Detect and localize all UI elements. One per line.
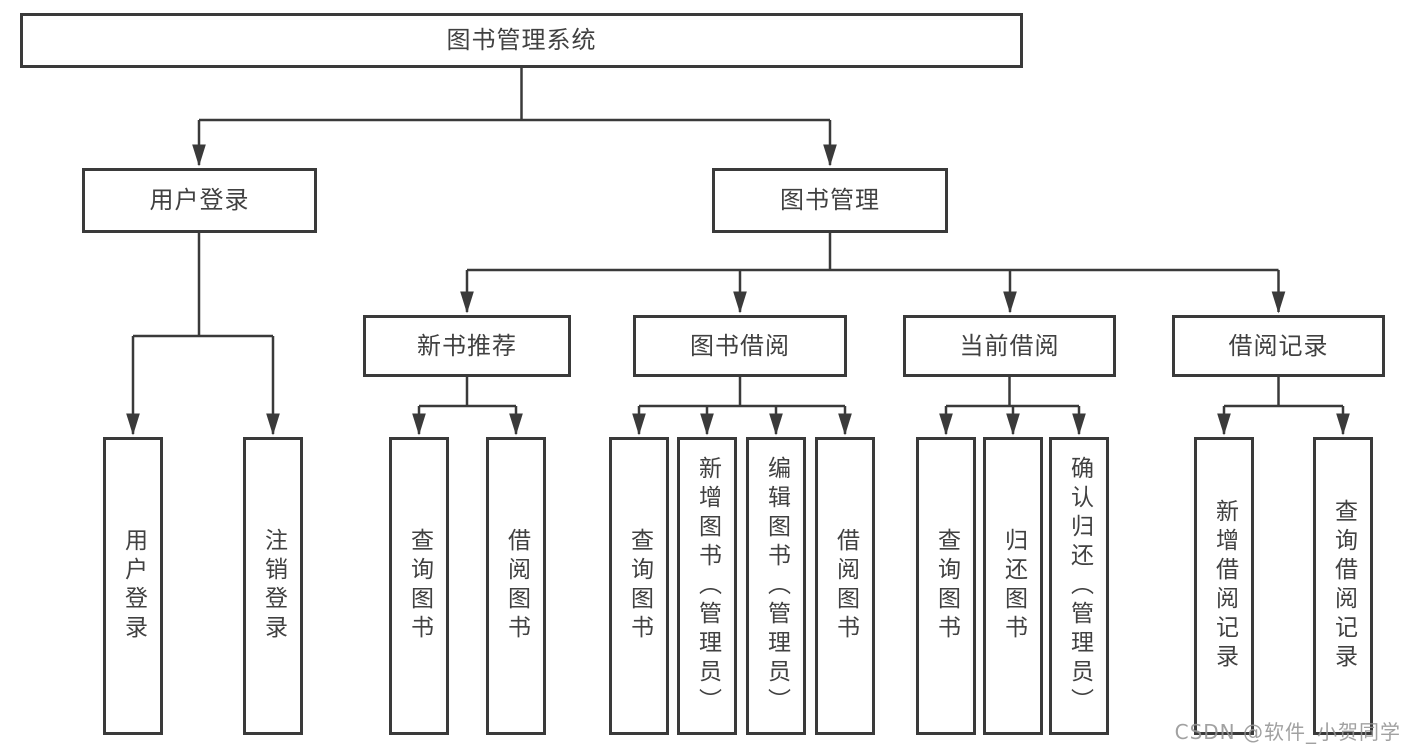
node-book-management: 图书管理 [712, 168, 948, 233]
leaf-return-books-label: 归还图书 [1000, 528, 1027, 644]
node-user-login-label: 用户登录 [149, 186, 250, 215]
node-book-management-label: 图书管理 [780, 186, 880, 215]
node-book-borrowing: 图书借阅 [633, 315, 847, 377]
leaf-query-books-current-label: 查询图书 [933, 528, 960, 644]
leaf-add-books-admin-label: 新增图书（管理员） [694, 455, 721, 717]
leaf-query-books-borrowing-label: 查询图书 [626, 528, 653, 644]
csdn-watermark: CSDN @软件_小贺同学 [1174, 720, 1401, 744]
leaf-user-login: 用户登录 [103, 437, 163, 735]
leaf-confirm-return-admin-label: 确认归还（管理员） [1066, 455, 1093, 717]
node-library-system: 图书管理系统 [20, 13, 1023, 68]
leaf-query-books-recommend: 查询图书 [389, 437, 449, 735]
leaf-confirm-return-admin: 确认归还（管理员） [1049, 437, 1109, 735]
leaf-query-books-current: 查询图书 [916, 437, 976, 735]
leaf-borrow-books-recommend-label: 借阅图书 [503, 528, 530, 644]
leaf-query-borrow-record-label: 查询借阅记录 [1330, 499, 1357, 673]
leaf-add-borrow-record-label: 新增借阅记录 [1211, 499, 1238, 673]
node-current-borrowing-label: 当前借阅 [959, 331, 1060, 360]
leaf-borrow-books-borrowing-label: 借阅图书 [832, 528, 859, 644]
connector-new-book-children [412, 377, 523, 436]
node-new-book-recommend: 新书推荐 [363, 315, 571, 377]
leaf-user-login-label: 用户登录 [120, 528, 147, 644]
leaf-query-borrow-record: 查询借阅记录 [1313, 437, 1373, 735]
node-book-borrowing-label: 图书借阅 [690, 331, 790, 360]
leaf-logout: 注销登录 [243, 437, 303, 735]
leaf-add-borrow-record: 新增借阅记录 [1194, 437, 1254, 735]
node-current-borrowing: 当前借阅 [903, 315, 1116, 377]
node-user-login: 用户登录 [82, 168, 317, 233]
node-new-book-recommend-label: 新书推荐 [417, 331, 517, 360]
leaf-logout-label: 注销登录 [260, 528, 287, 644]
leaf-edit-books-admin-label: 编辑图书（管理员） [763, 455, 790, 717]
connector-borrow-records-children [1217, 377, 1350, 436]
connector-current-borrow-children [939, 377, 1086, 436]
connector-root-to-level2 [192, 68, 837, 167]
leaf-query-books-recommend-label: 查询图书 [406, 528, 433, 644]
connector-book-management-children [460, 233, 1286, 314]
node-borrow-records: 借阅记录 [1172, 315, 1385, 377]
leaf-query-books-borrowing: 查询图书 [609, 437, 669, 735]
connector-book-borrow-children [632, 377, 852, 436]
leaf-edit-books-admin: 编辑图书（管理员） [746, 437, 806, 735]
leaf-return-books: 归还图书 [983, 437, 1043, 735]
leaf-borrow-books-recommend: 借阅图书 [486, 437, 546, 735]
node-borrow-records-label: 借阅记录 [1228, 331, 1329, 360]
leaf-borrow-books-borrowing: 借阅图书 [815, 437, 875, 735]
node-library-system-label: 图书管理系统 [446, 26, 597, 55]
leaf-add-books-admin: 新增图书（管理员） [677, 437, 737, 735]
connector-user-login-children [126, 233, 280, 436]
